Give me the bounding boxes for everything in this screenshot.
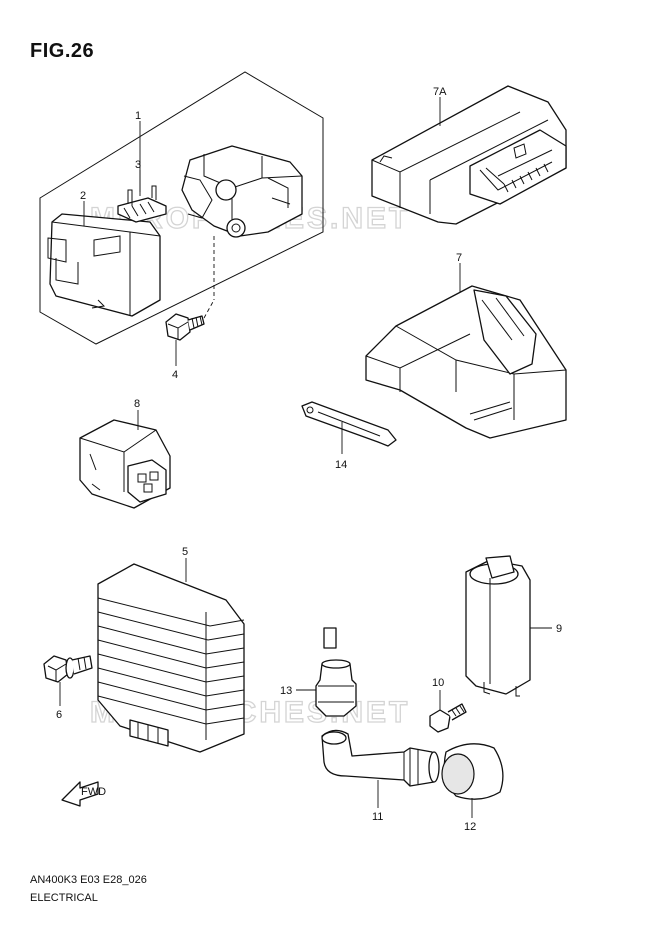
part-3-fuse[interactable] bbox=[117, 185, 167, 223]
callout-14: 14 bbox=[335, 459, 347, 471]
callout-10: 10 bbox=[432, 677, 444, 689]
part-7A-ecm-unit[interactable] bbox=[371, 85, 567, 225]
part-9-ignition-coil[interactable] bbox=[323, 487, 531, 697]
callout-1: 1 bbox=[135, 110, 141, 122]
figure-title: FIG.26 bbox=[30, 40, 95, 62]
relay-body[interactable] bbox=[181, 145, 303, 300]
relay-assembly-group: 1 2 3 bbox=[39, 71, 324, 345]
callout-8: 8 bbox=[134, 398, 140, 410]
callout-12: 12 bbox=[464, 821, 476, 833]
part-7-cdi-unit[interactable] bbox=[365, 285, 567, 439]
callout-6: 6 bbox=[56, 709, 62, 721]
fwd-label: FWD bbox=[81, 786, 106, 798]
drawing-code: AN400K3 E03 E28_026 bbox=[30, 874, 147, 886]
part-10-screw[interactable] bbox=[429, 703, 467, 733]
part-6-bolt[interactable] bbox=[43, 655, 93, 683]
part-11-plug-cap[interactable] bbox=[321, 729, 440, 787]
part-13-grommet[interactable] bbox=[315, 659, 357, 717]
part-2-relay-cover[interactable] bbox=[47, 213, 161, 317]
callout-4: 4 bbox=[172, 369, 178, 381]
callout-7A: 7A bbox=[433, 86, 447, 98]
callout-13: 13 bbox=[280, 685, 292, 697]
callout-9: 9 bbox=[556, 623, 562, 635]
part-12-cover[interactable] bbox=[441, 743, 504, 800]
callout-11: 11 bbox=[372, 811, 383, 823]
callout-2: 2 bbox=[80, 190, 86, 202]
part-8-connector[interactable] bbox=[79, 419, 171, 509]
part-4-bolt[interactable] bbox=[165, 299, 215, 341]
callout-5: 5 bbox=[182, 546, 188, 558]
fwd-arrow-icon: FWD bbox=[61, 781, 106, 807]
part-14-bracket[interactable] bbox=[301, 401, 397, 447]
group-1-outline bbox=[39, 71, 324, 345]
section-title: ELECTRICAL bbox=[30, 892, 98, 904]
part-5-regulator[interactable] bbox=[97, 563, 245, 753]
callout-7: 7 bbox=[456, 252, 462, 264]
callout-3: 3 bbox=[135, 159, 141, 171]
